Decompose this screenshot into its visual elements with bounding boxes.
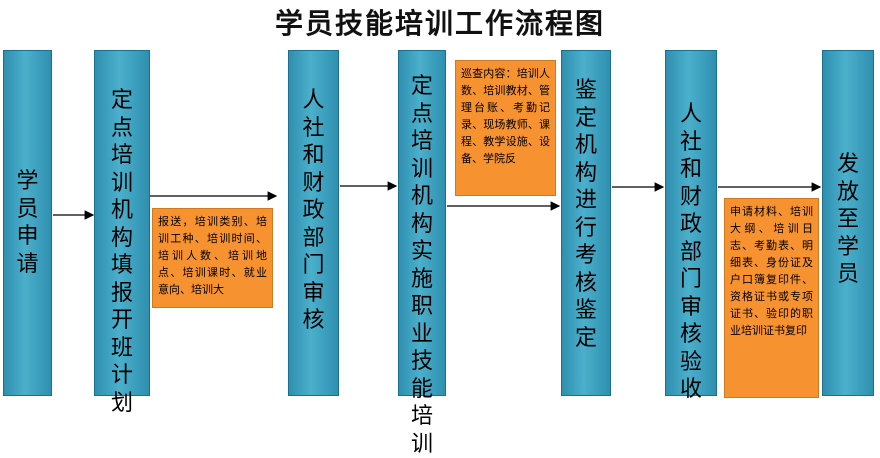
step-label: 定点培训机构实施职业技能培训 <box>410 74 433 457</box>
note-submit-details: 报送，培训类别、培训工种、培训时间、培训人数、培训地点、培训课时、就业意向、培训… <box>152 208 273 308</box>
step-review-1: 人社和财政部门审核 <box>288 50 339 396</box>
note-application-materials: 申请材料、培训大纲、培训日志、考勤表、明细表、身份证及户口簿复印件、资格证书或专… <box>724 198 819 398</box>
step-review-accept: 人社和财政部门审核验收 <box>665 50 717 402</box>
step-label: 鉴定机构进行考核鉴定 <box>574 78 597 351</box>
step-label: 人社和财政部门审核 <box>302 88 325 333</box>
step-issue-to-students: 发放至学员 <box>822 50 874 396</box>
flow-arrows <box>53 181 822 220</box>
page-title: 学员技能培训工作流程图 <box>274 7 605 40</box>
step-submit-plan: 定点培训机构填报开班计划 <box>94 50 150 416</box>
step-label: 发放至学员 <box>836 152 859 287</box>
step-label: 学员申请 <box>16 169 39 277</box>
step-label: 人社和财政部门审核验收 <box>679 102 702 402</box>
step-label: 定点培训机构填报开班计划 <box>110 88 133 416</box>
step-implement-training: 定点培训机构实施职业技能培训 <box>398 50 446 457</box>
step-student-apply: 学员申请 <box>3 50 52 396</box>
note-inspection-items: 巡查内容：培训人数、培训教材、管理台账、考勤记录、现场教师、课程、教学设施、设备… <box>455 60 556 196</box>
step-assessment: 鉴定机构进行考核鉴定 <box>561 50 611 396</box>
